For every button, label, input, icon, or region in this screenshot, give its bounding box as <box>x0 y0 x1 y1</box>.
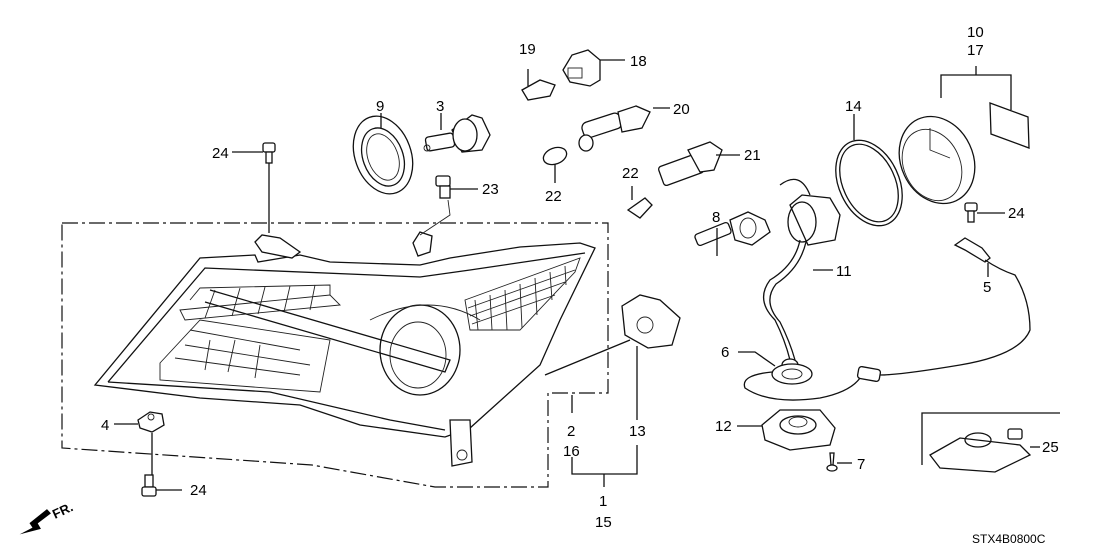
callout-24-bottom[interactable]: 24 <box>190 482 207 499</box>
side-marker-mesh <box>464 257 581 331</box>
callout-10[interactable]: 10 <box>967 24 984 41</box>
callout-20[interactable]: 20 <box>673 101 690 118</box>
callout-14[interactable]: 14 <box>845 98 862 115</box>
dust-cover-ring[interactable] <box>343 108 423 202</box>
callout-15[interactable]: 15 <box>595 514 612 531</box>
callout-13[interactable]: 13 <box>629 423 646 440</box>
callout-bracket-10-17 <box>940 66 1012 110</box>
wedge-bulb-19[interactable] <box>521 79 556 101</box>
halogen-bulb-3[interactable] <box>423 114 491 153</box>
callout-5[interactable]: 5 <box>983 279 991 296</box>
bolt-24-top[interactable] <box>262 142 276 233</box>
gasket-ring-14[interactable] <box>823 130 915 237</box>
callout-12[interactable]: 12 <box>715 418 732 435</box>
wedge-bulb-22b[interactable] <box>626 197 653 219</box>
ballast-12[interactable] <box>761 409 836 451</box>
headlight-cap-10[interactable] <box>885 104 988 216</box>
ballast-25[interactable] <box>929 428 1032 473</box>
inset-box <box>921 412 1060 465</box>
screw-7[interactable] <box>826 452 838 472</box>
callout-8[interactable]: 8 <box>712 209 720 226</box>
diagram-code: STX4B0800C <box>972 532 1046 546</box>
callout-21[interactable]: 21 <box>744 147 761 164</box>
socket-21[interactable] <box>657 141 723 187</box>
ground-wire-5[interactable] <box>856 237 1031 382</box>
callout-17[interactable]: 17 <box>967 42 984 59</box>
callout-7[interactable]: 7 <box>857 456 865 473</box>
callout-25[interactable]: 25 <box>1042 439 1059 456</box>
callout-3[interactable]: 3 <box>436 98 444 115</box>
callout-1[interactable]: 1 <box>599 493 607 510</box>
callout-18[interactable]: 18 <box>630 53 647 70</box>
front-direction-arrow: FR. <box>19 499 75 535</box>
bolt-24-bottom[interactable] <box>141 433 157 497</box>
callout-19[interactable]: 19 <box>519 41 536 58</box>
headlight-housing[interactable] <box>93 231 596 467</box>
callout-4[interactable]: 4 <box>101 417 109 434</box>
clip-nut-4[interactable] <box>137 411 165 433</box>
bolt-24-right[interactable] <box>964 202 978 223</box>
callout-24-top[interactable]: 24 <box>212 145 229 162</box>
callout-22-lower[interactable]: 22 <box>545 188 562 205</box>
leveling-motor-13[interactable] <box>544 294 681 376</box>
callout-6[interactable]: 6 <box>721 344 729 361</box>
callout-2[interactable]: 2 <box>567 423 575 440</box>
igniter-socket-11[interactable] <box>763 178 841 372</box>
callout-16[interactable]: 16 <box>563 443 580 460</box>
socket-20[interactable] <box>578 105 651 152</box>
wedge-bulb-22a[interactable] <box>541 144 569 167</box>
grommet-6[interactable] <box>743 363 861 401</box>
callout-11[interactable]: 11 <box>836 263 852 280</box>
callout-24-right[interactable]: 24 <box>1008 205 1025 222</box>
hid-bulb-8[interactable] <box>694 211 771 247</box>
callout-9[interactable]: 9 <box>376 98 384 115</box>
leader-lines <box>114 59 1040 491</box>
bulb-socket-18[interactable] <box>562 49 601 87</box>
assembly-group-outline <box>61 222 609 488</box>
front-direction-label: FR. <box>50 499 75 521</box>
label-sticker-17[interactable] <box>989 102 1030 149</box>
callout-23[interactable]: 23 <box>482 181 499 198</box>
callout-22-upper[interactable]: 22 <box>622 165 639 182</box>
socket-23[interactable] <box>419 175 451 236</box>
